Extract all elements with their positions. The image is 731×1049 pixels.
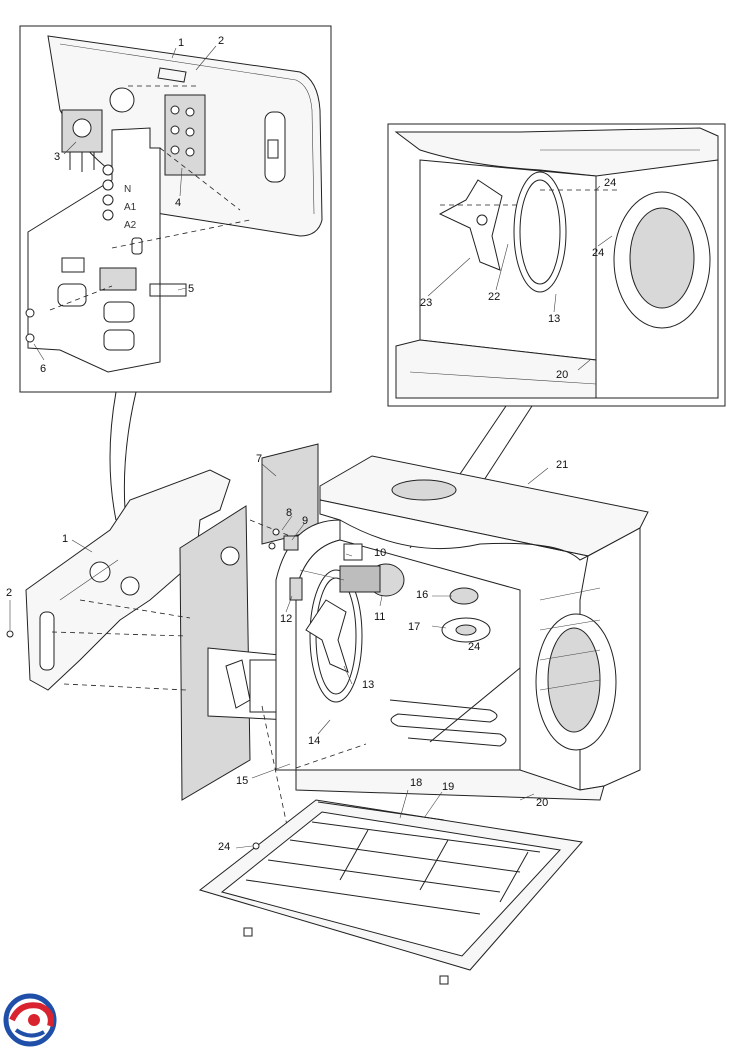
part-label-13-inset: 13 (548, 313, 560, 325)
part-label-1-main: 1 (62, 533, 68, 545)
part-label-15: 15 (236, 775, 248, 787)
part-label-3: 3 (54, 151, 60, 163)
inset-control-panel: N A1 A2 (19, 25, 332, 393)
part-label-2: 2 (218, 35, 224, 47)
part-label-10: 10 (374, 547, 386, 559)
part-label-24-main-a: 24 (468, 641, 480, 653)
brand-swirl-logo (3, 993, 57, 1047)
inset-fan-assembly (387, 123, 726, 407)
part-label-17: 17 (408, 621, 420, 633)
part-label-22: 22 (488, 291, 500, 303)
part-label-14: 14 (308, 735, 320, 747)
part-label-7: 7 (256, 453, 262, 465)
part-label-5: 5 (188, 283, 194, 295)
svg-text:N: N (124, 184, 131, 195)
part-label-1: 1 (178, 37, 184, 49)
part-label-20-main: 20 (536, 797, 548, 809)
part-label-18: 18 (410, 777, 422, 789)
part-label-21: 21 (556, 459, 568, 471)
svg-text:A2: A2 (124, 220, 137, 231)
part-label-9: 9 (302, 515, 308, 527)
part-label-23: 23 (420, 297, 432, 309)
part-label-24-inset-a: 24 (604, 177, 616, 189)
part-label-13-main: 13 (362, 679, 374, 691)
part-label-2-main: 2 (6, 587, 12, 599)
part-label-16: 16 (416, 589, 428, 601)
part-number-labels: 1 2 3 4 5 6 24 24 23 22 13 20 7 21 8 9 1… (6, 35, 616, 853)
part-label-6: 6 (40, 363, 46, 375)
part-label-4: 4 (175, 197, 181, 209)
part-label-20-inset: 20 (556, 369, 568, 381)
part-label-8: 8 (286, 507, 292, 519)
part-label-19: 19 (442, 781, 454, 793)
part-label-24-inset-b: 24 (592, 247, 604, 259)
main-assembly (6, 443, 649, 985)
part-label-11: 11 (374, 611, 385, 623)
part-label-12: 12 (280, 613, 292, 625)
svg-text:A1: A1 (124, 202, 137, 213)
part-label-24-main-b: 24 (218, 841, 230, 853)
